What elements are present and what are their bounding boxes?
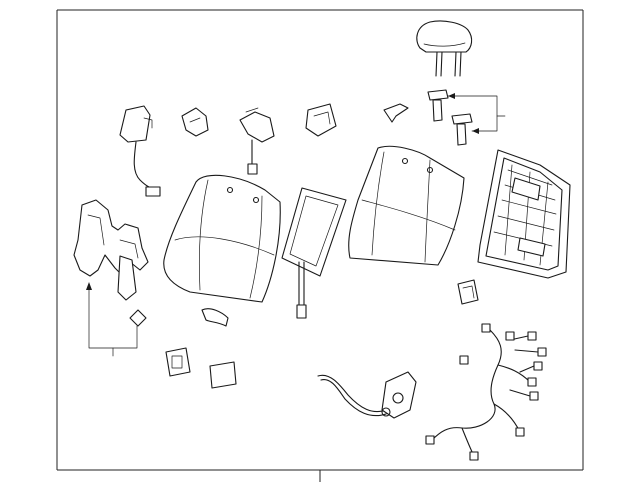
seatback-cover-right <box>349 146 464 265</box>
armrest-knob <box>384 104 408 122</box>
harness-clamp <box>202 309 228 326</box>
recliner-cable <box>318 375 386 415</box>
seatback-frame <box>478 150 570 278</box>
seatback-cover-left <box>164 175 281 302</box>
diagram-frame <box>57 10 583 482</box>
lumbar-clip <box>306 104 336 136</box>
guide-callout <box>448 93 505 134</box>
seat-wire-harness <box>426 324 546 460</box>
clip-diamond <box>130 310 146 326</box>
headrest-guide-left <box>428 90 448 121</box>
seat-heater-sensor <box>120 106 160 196</box>
small-cover-clip <box>166 348 190 376</box>
bracket-cover <box>210 362 236 388</box>
small-clip <box>182 108 208 136</box>
lumbar-motor <box>382 372 416 418</box>
hinge-cover <box>458 280 478 304</box>
bracket-callout <box>86 282 137 356</box>
seatback-pad <box>282 188 346 318</box>
headrest-guide-right <box>452 114 472 145</box>
side-frame-bracket <box>74 200 148 300</box>
harness-connector-bracket <box>240 108 274 174</box>
headrest <box>417 21 472 76</box>
